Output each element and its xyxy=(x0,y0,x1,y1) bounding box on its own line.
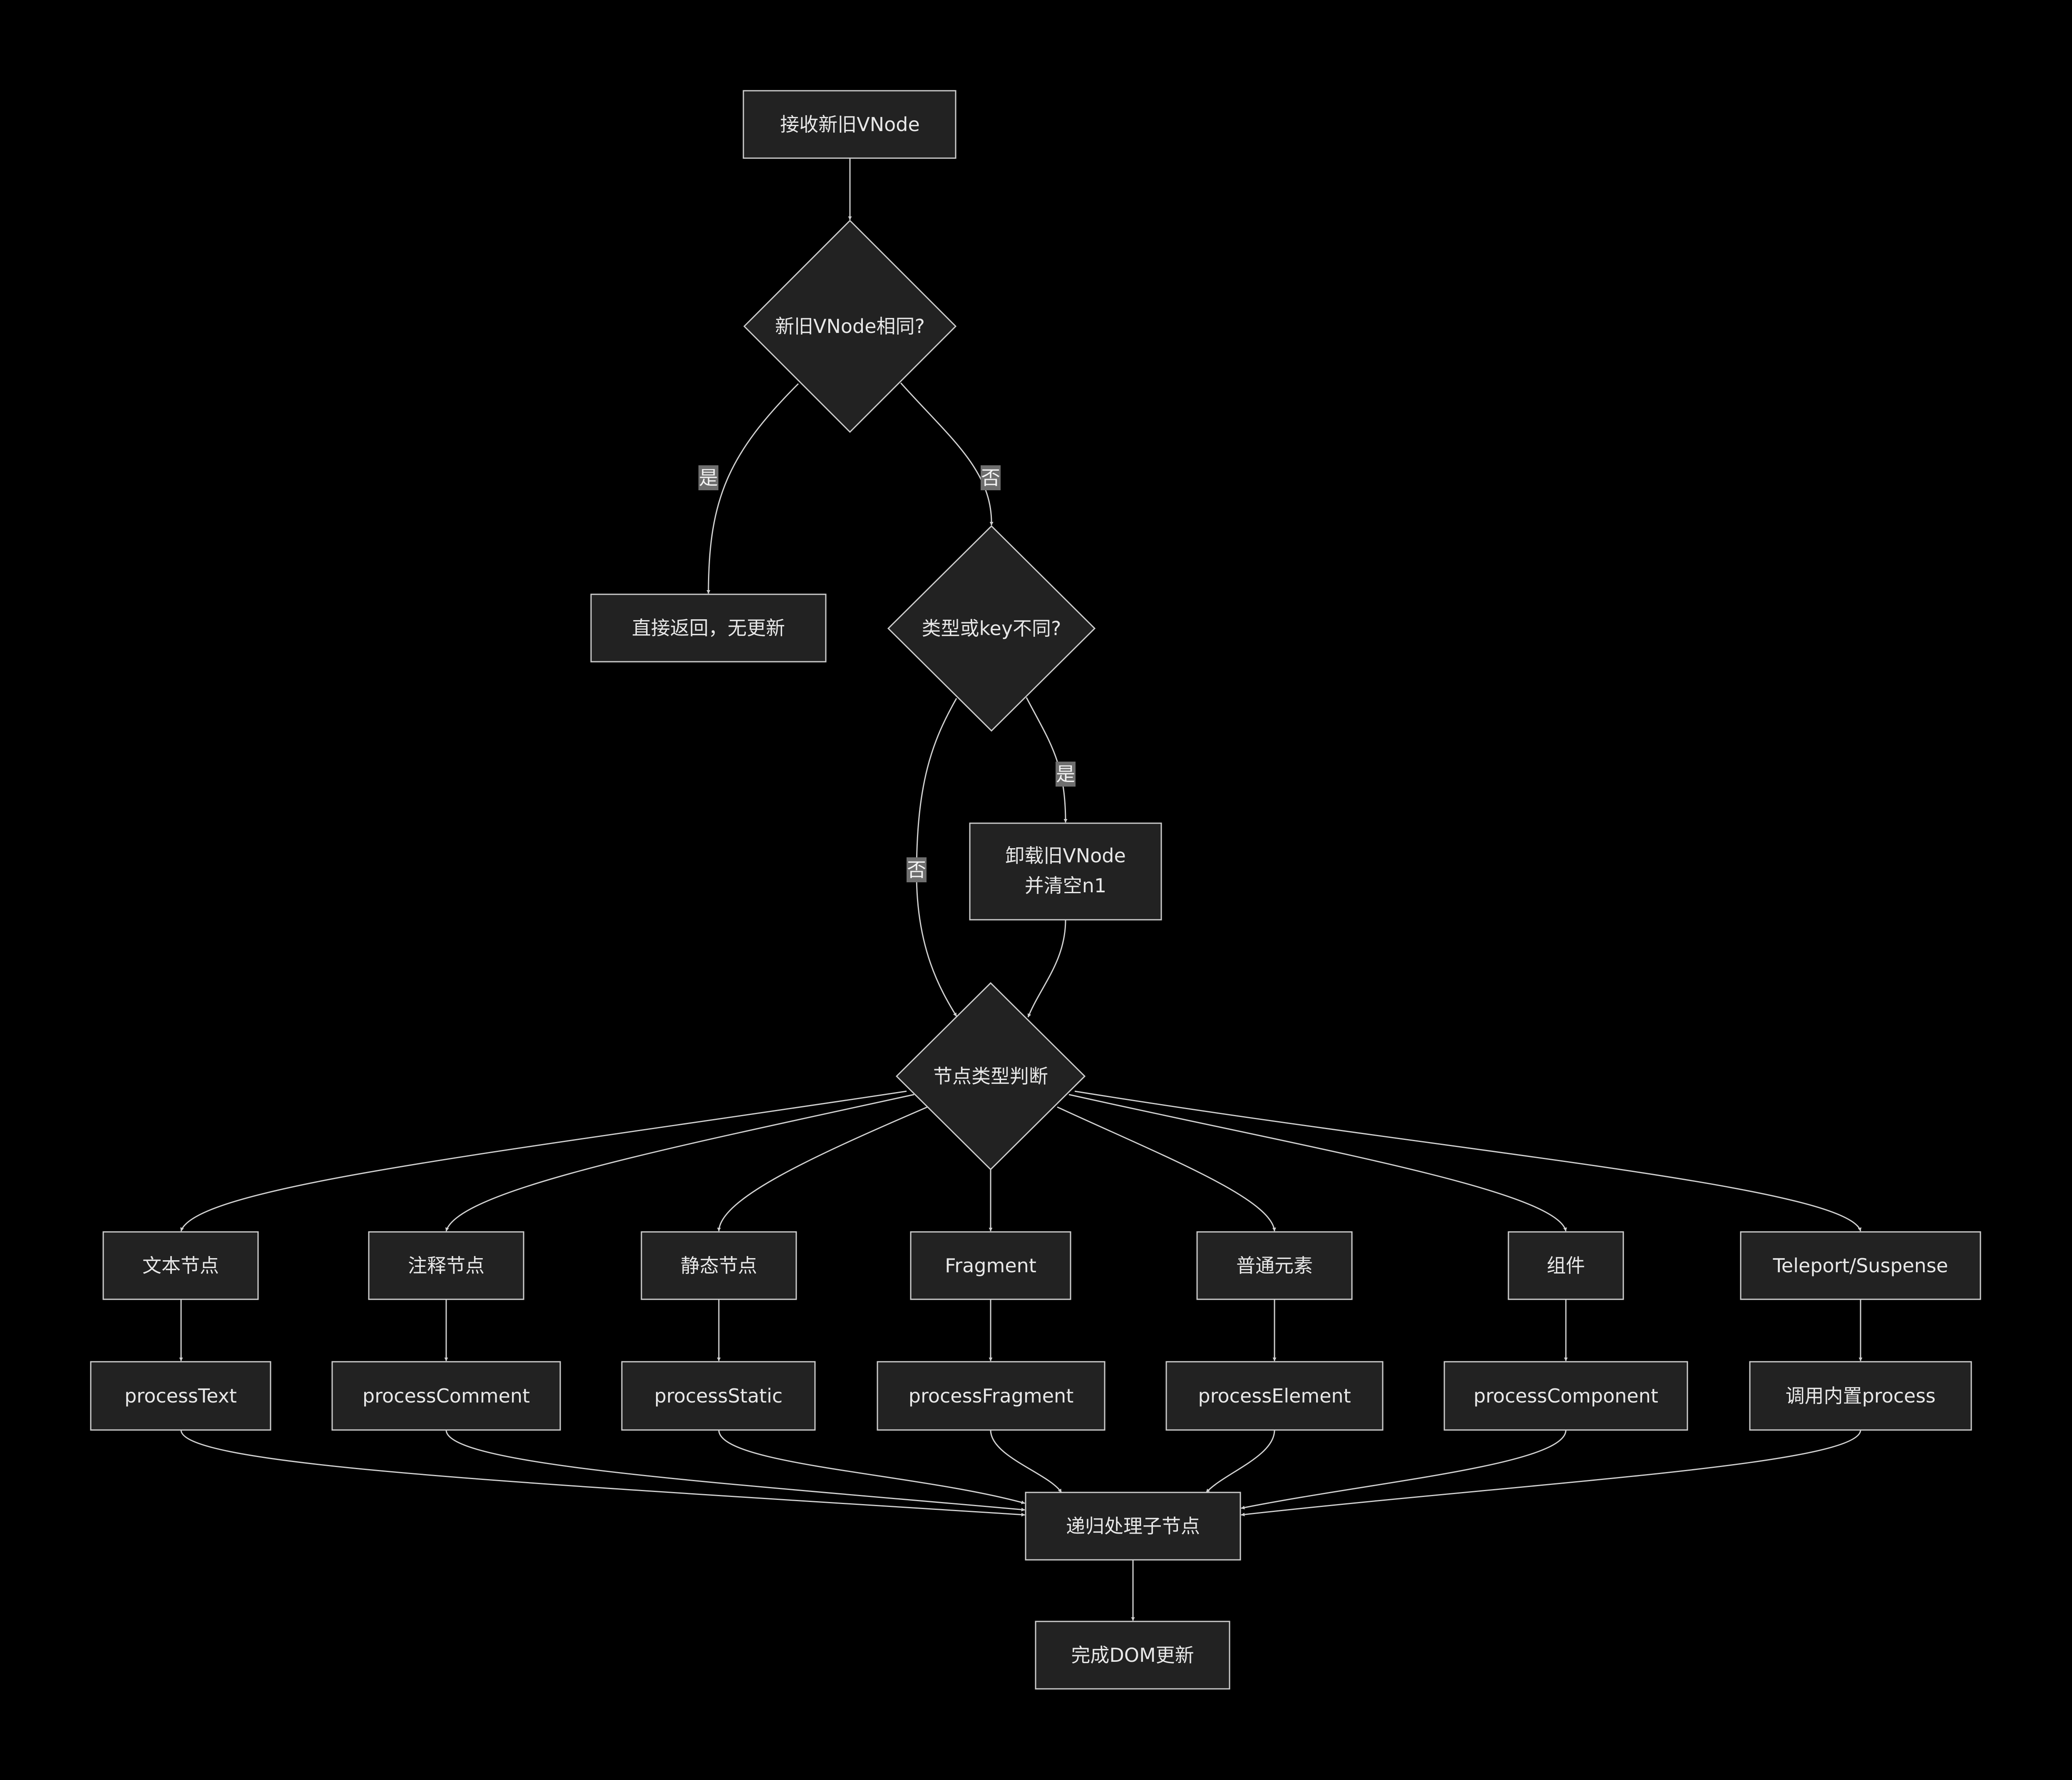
edge-label-same-no-text: 否 xyxy=(981,467,1000,489)
node-element[interactable]: 普通元素 xyxy=(1196,1231,1353,1300)
edge-process-comment-to-recurse xyxy=(445,1430,1025,1512)
node-process-static[interactable]: processStatic xyxy=(621,1361,816,1431)
decision-type-key-label: 类型或key不同? xyxy=(922,617,1061,640)
node-done-label: 完成DOM更新 xyxy=(1071,1644,1194,1666)
node-receive-vnode[interactable]: 接收新旧VNode xyxy=(743,90,956,159)
node-fragment-label: Fragment xyxy=(945,1254,1036,1277)
decision-type-key[interactable]: 类型或key不同? xyxy=(887,525,1096,732)
node-teleport-suspense-label: Teleport/Suspense xyxy=(1773,1254,1948,1277)
node-recurse-children[interactable]: 递归处理子节点 xyxy=(1025,1492,1241,1561)
node-text-node[interactable]: 文本节点 xyxy=(102,1231,259,1300)
node-process-fragment-label: processFragment xyxy=(909,1385,1073,1407)
edge-process-text-to-recurse xyxy=(180,1430,1025,1517)
decision-same-vnode-label: 新旧VNode相同? xyxy=(775,315,925,338)
edge-process-static-to-recurse xyxy=(718,1430,1025,1504)
edge-labels: 是 否 是 否 xyxy=(698,465,1076,882)
node-done[interactable]: 完成DOM更新 xyxy=(1035,1621,1230,1690)
edge-to-component xyxy=(1068,1094,1567,1231)
edge-to-comment-node xyxy=(445,1094,914,1231)
node-recurse-children-label: 递归处理子节点 xyxy=(1066,1515,1200,1537)
node-teleport-suspense[interactable]: Teleport/Suspense xyxy=(1740,1231,1981,1300)
edge-type-yes xyxy=(1026,697,1068,823)
edge-label-type-yes: 是 xyxy=(1056,762,1076,787)
node-component-label: 组件 xyxy=(1547,1254,1585,1277)
edge-to-text-node xyxy=(180,1090,907,1231)
edge-label-type-no: 否 xyxy=(907,857,927,882)
node-element-label: 普通元素 xyxy=(1236,1254,1313,1277)
edge-process-element-to-recurse xyxy=(1205,1430,1275,1493)
node-comment-node[interactable]: 注释节点 xyxy=(368,1231,524,1300)
node-process-element-label: processElement xyxy=(1198,1385,1351,1407)
node-static-node-label: 静态节点 xyxy=(681,1254,757,1277)
node-process-fragment[interactable]: processFragment xyxy=(877,1361,1106,1431)
node-process-text-label: processText xyxy=(124,1385,237,1407)
edge-to-element xyxy=(1057,1106,1276,1231)
edge-label-same-yes-text: 是 xyxy=(699,467,718,489)
node-process-component-label: processComponent xyxy=(1473,1385,1658,1407)
decision-same-vnode[interactable]: 新旧VNode相同? xyxy=(743,219,957,433)
edge-same-no xyxy=(900,382,994,526)
decision-node-type[interactable]: 节点类型判断 xyxy=(895,982,1086,1171)
edges xyxy=(179,158,1863,1621)
edge-process-builtin-to-recurse xyxy=(1241,1430,1861,1517)
node-return-direct-label: 直接返回，无更新 xyxy=(632,617,785,639)
node-static-node[interactable]: 静态节点 xyxy=(641,1231,797,1300)
node-process-text[interactable]: processText xyxy=(90,1361,271,1431)
node-text-node-label: 文本节点 xyxy=(142,1254,219,1277)
edge-process-fragment-to-recurse xyxy=(990,1430,1062,1493)
edge-label-type-no-text: 否 xyxy=(907,859,926,881)
edge-same-yes xyxy=(706,383,799,594)
edge-to-static-node xyxy=(717,1106,928,1231)
edge-label-type-yes-text: 是 xyxy=(1056,763,1075,785)
node-process-builtin-label: 调用内置process xyxy=(1786,1385,1936,1407)
node-process-comment-label: processComment xyxy=(363,1385,530,1407)
node-process-comment[interactable]: processComment xyxy=(331,1361,561,1431)
node-comment-node-label: 注释节点 xyxy=(408,1254,484,1277)
node-process-static-label: processStatic xyxy=(654,1385,783,1407)
node-process-element[interactable]: processElement xyxy=(1165,1361,1384,1431)
node-component[interactable]: 组件 xyxy=(1508,1231,1624,1300)
nodes: 接收新旧VNode 新旧VNode相同? 直接返回，无更新 类型或key不同? … xyxy=(90,90,1981,1690)
node-receive-vnode-label: 接收新旧VNode xyxy=(780,113,920,136)
edge-unmount-to-type-check xyxy=(1027,919,1066,1018)
edge-label-same-no: 否 xyxy=(981,465,1001,490)
edge-process-component-to-recurse xyxy=(1241,1430,1567,1509)
node-unmount-old[interactable]: 卸载旧VNode 并清空n1 xyxy=(969,822,1162,921)
node-unmount-old-label-line1: 卸载旧VNode xyxy=(1005,844,1126,867)
edge-label-same-yes: 是 xyxy=(698,465,718,490)
node-process-builtin[interactable]: 调用内置process xyxy=(1749,1361,1972,1431)
decision-node-type-label: 节点类型判断 xyxy=(933,1065,1048,1087)
node-unmount-old-label-line2: 并清空n1 xyxy=(1025,874,1106,897)
node-return-direct[interactable]: 直接返回，无更新 xyxy=(590,593,827,663)
edge-to-teleport xyxy=(1074,1090,1862,1231)
node-process-component[interactable]: processComponent xyxy=(1443,1361,1688,1431)
node-fragment[interactable]: Fragment xyxy=(910,1231,1071,1300)
